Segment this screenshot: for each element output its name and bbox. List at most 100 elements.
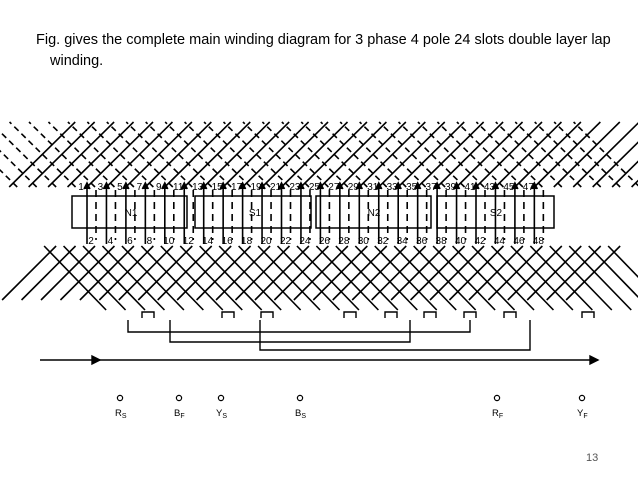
top-conductor-number: 3 bbox=[98, 182, 104, 193]
overhang-line bbox=[533, 121, 601, 188]
pole-label: N2 bbox=[368, 208, 381, 219]
overhang-dashed-line bbox=[28, 121, 96, 188]
overhang-line bbox=[234, 245, 291, 301]
bottom-conductor-number: 4 bbox=[108, 236, 114, 247]
overhang-line bbox=[203, 121, 271, 188]
current-arrow bbox=[258, 181, 266, 190]
overhang-dashed-line bbox=[47, 121, 116, 188]
overhang-line bbox=[468, 245, 524, 301]
overhang-line bbox=[332, 245, 388, 301]
current-arrow bbox=[472, 181, 480, 190]
overhang-line bbox=[507, 245, 563, 301]
figure-caption: Fig. gives the complete main winding dia… bbox=[36, 32, 611, 69]
terminal-label: YS bbox=[216, 408, 227, 420]
overhang-line bbox=[276, 245, 341, 311]
overhang-line bbox=[572, 122, 638, 188]
bottom-conductor-number: 42 bbox=[474, 236, 486, 247]
current-arrow bbox=[277, 181, 286, 190]
overhang-dashed-line bbox=[495, 121, 563, 188]
overhang-dashed-line bbox=[339, 121, 407, 188]
overhang-line bbox=[86, 121, 154, 188]
overhang-line bbox=[471, 245, 535, 311]
top-conductor-number: 1 bbox=[78, 182, 84, 193]
overhang-line bbox=[568, 245, 632, 311]
top-conductor-number: 41 bbox=[464, 182, 476, 193]
overhang-line bbox=[40, 245, 96, 301]
current-arrow bbox=[433, 181, 441, 190]
overhang-line bbox=[429, 245, 485, 301]
page-number: 13 bbox=[586, 452, 599, 464]
end-link bbox=[141, 311, 155, 318]
overhang-line bbox=[164, 121, 232, 188]
overhang-dashed-line bbox=[222, 121, 291, 188]
bottom-conductor-number: 16 bbox=[222, 236, 234, 247]
overhang-line bbox=[257, 245, 321, 311]
end-link bbox=[221, 311, 235, 318]
bottom-conductor-number: 22 bbox=[280, 236, 292, 247]
slot-conductors bbox=[83, 181, 545, 244]
overhang-line bbox=[296, 245, 360, 311]
current-arrow bbox=[297, 181, 305, 190]
terminal-point bbox=[116, 394, 124, 402]
overhang-dashed-line bbox=[0, 168, 18, 188]
overhang-dashed-line bbox=[397, 121, 466, 188]
terminal-subscript: S bbox=[222, 413, 227, 420]
overhang-line bbox=[553, 121, 621, 188]
end-link bbox=[581, 311, 595, 318]
overhang-line bbox=[455, 121, 524, 188]
overhang-line bbox=[436, 121, 504, 188]
overhang-line bbox=[494, 121, 563, 188]
overhang-dashed-line bbox=[281, 121, 349, 188]
end-link bbox=[463, 311, 477, 318]
bottom-conductor-number: 44 bbox=[494, 236, 506, 247]
overhang-line bbox=[510, 245, 574, 311]
overhang-line bbox=[315, 245, 379, 311]
overhang-line bbox=[196, 245, 252, 301]
bottom-conductor-number: 12 bbox=[183, 236, 195, 247]
overhang-line bbox=[378, 121, 446, 188]
terminal-point bbox=[175, 394, 183, 402]
overhang-line bbox=[242, 121, 310, 188]
overhang-dashed-line bbox=[86, 121, 154, 188]
overhang-line bbox=[137, 245, 193, 301]
overhang-line bbox=[140, 245, 204, 311]
overhang-line bbox=[312, 245, 368, 301]
overhang-line bbox=[393, 245, 457, 311]
overhang-line bbox=[432, 245, 496, 311]
overhang-dashed-line bbox=[261, 121, 329, 188]
overhang-line bbox=[261, 121, 329, 188]
current-arrow bbox=[238, 181, 247, 190]
overhang-line bbox=[374, 245, 438, 311]
pole-box bbox=[194, 195, 312, 229]
pole-label: S1 bbox=[249, 208, 262, 219]
terminal-label: RF bbox=[492, 408, 503, 420]
bottom-conductor-number: 28 bbox=[338, 236, 350, 247]
top-conductor-number: 39 bbox=[445, 182, 457, 193]
current-arrow bbox=[316, 181, 325, 190]
terminal-subscript: S bbox=[122, 413, 127, 420]
current-arrow bbox=[180, 181, 188, 190]
overhang-line bbox=[125, 121, 193, 188]
overhang-line bbox=[487, 245, 543, 301]
overhang-line bbox=[98, 245, 154, 301]
terminal-label: BS bbox=[295, 408, 306, 420]
overhang-line bbox=[79, 245, 135, 301]
top-conductor-number: 37 bbox=[426, 182, 438, 193]
top-conductor-number: 5 bbox=[117, 182, 123, 193]
current-arrow bbox=[355, 181, 364, 190]
overhang-line bbox=[20, 245, 77, 301]
overhang-line bbox=[592, 141, 638, 188]
current-arrow bbox=[199, 181, 208, 190]
top-conductor-number: 7 bbox=[137, 182, 143, 193]
overhang-dashed-line bbox=[184, 121, 252, 188]
jumper bbox=[127, 320, 471, 333]
top-conductor-number: 31 bbox=[367, 182, 379, 193]
terminal-subscript: S bbox=[301, 413, 306, 420]
end-link bbox=[503, 311, 517, 318]
overhang-line bbox=[413, 245, 477, 311]
overhang-line bbox=[588, 245, 638, 299]
current-arrow bbox=[491, 181, 500, 190]
current-arrow bbox=[161, 181, 169, 190]
bottom-conductor-number: 10 bbox=[163, 236, 175, 247]
